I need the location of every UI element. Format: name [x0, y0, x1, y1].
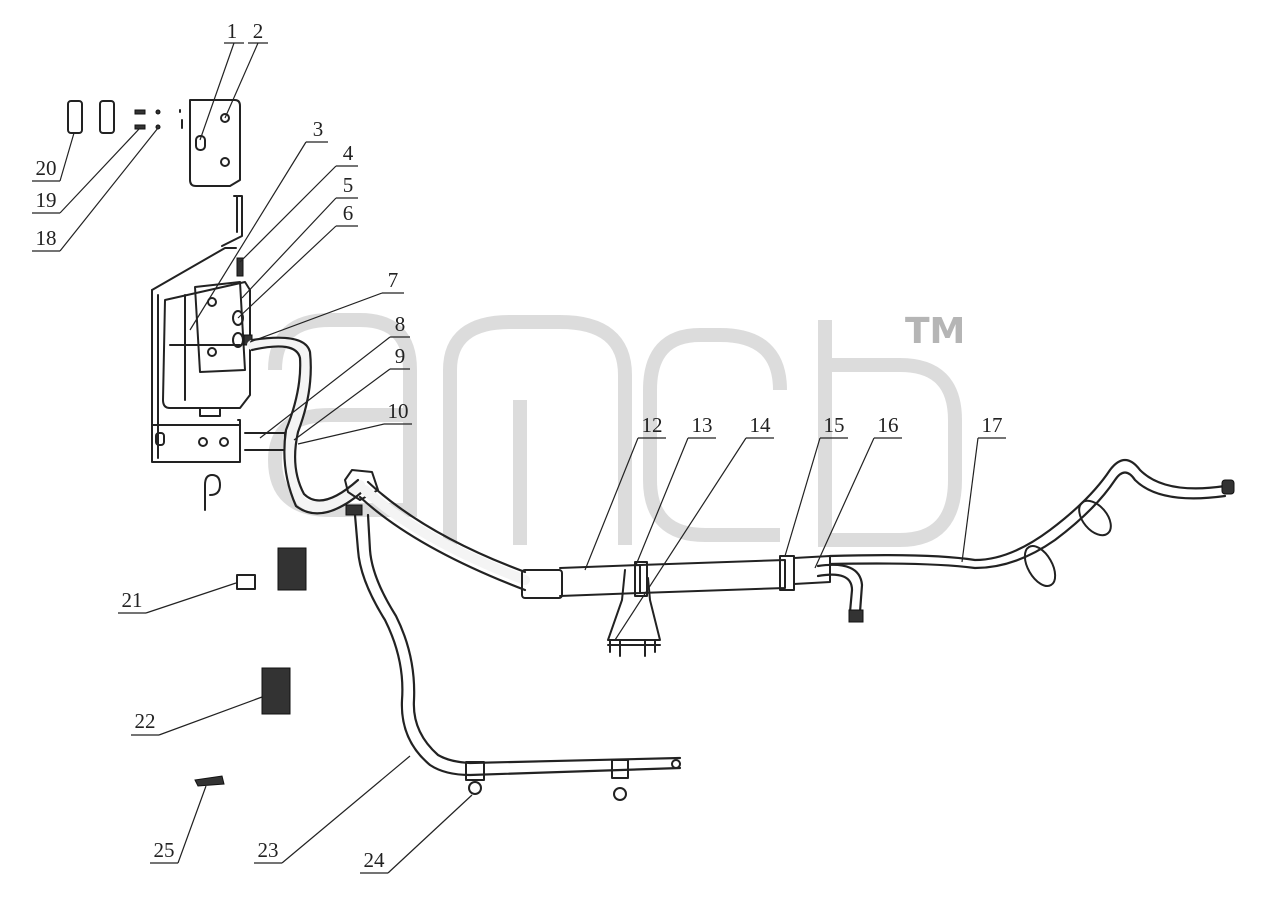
callout-label: 7	[388, 268, 399, 292]
callout-label: 16	[878, 413, 899, 437]
callout-label: 17	[982, 413, 1003, 437]
spring-part-22	[261, 667, 291, 715]
hose-lower	[353, 513, 682, 801]
hose-right	[828, 458, 1235, 587]
callout-label: 14	[750, 413, 772, 437]
callout-label: 1	[227, 19, 238, 43]
callout-label: 19	[36, 188, 57, 212]
callout-label: 6	[343, 201, 354, 225]
callout-label: 24	[364, 848, 386, 872]
callout-label: 12	[642, 413, 663, 437]
callout-label: 4	[343, 141, 354, 165]
callout-label: 18	[36, 226, 57, 250]
callout-label: 8	[395, 312, 406, 336]
callout-label: 23	[258, 838, 279, 862]
watermark-logo: TM	[267, 311, 965, 547]
valve-assembly	[162, 257, 253, 417]
callout-label: 9	[395, 344, 406, 368]
pin-part-25	[194, 775, 225, 787]
callouts: 1 2 3 4 5 6 7 8 9 10	[32, 19, 1006, 874]
callout-label: 3	[313, 117, 324, 141]
sleeve-part-20	[67, 100, 83, 134]
hook-part	[204, 474, 221, 511]
callout-label: 21	[122, 588, 143, 612]
hose-valve-to-junction	[247, 336, 365, 515]
callout-label: 2	[253, 19, 264, 43]
callout-label: 15	[824, 413, 845, 437]
small-parts	[67, 100, 307, 787]
nut-part-21	[236, 574, 256, 590]
upper-bracket	[189, 99, 243, 247]
callout-label: 22	[135, 709, 156, 733]
spring-part	[277, 547, 307, 591]
branch-pipe	[816, 563, 864, 623]
mounting-plate	[151, 247, 241, 463]
callout-label: 20	[36, 156, 57, 180]
tube-section	[521, 555, 831, 657]
callout-label: 13	[692, 413, 713, 437]
hose-main	[358, 480, 530, 592]
callout-label: 25	[154, 838, 175, 862]
callout-label: 10	[388, 399, 409, 423]
watermark-trademark: TM	[905, 311, 965, 352]
callout-label: 5	[343, 173, 354, 197]
sleeve-part-20b	[99, 100, 115, 134]
